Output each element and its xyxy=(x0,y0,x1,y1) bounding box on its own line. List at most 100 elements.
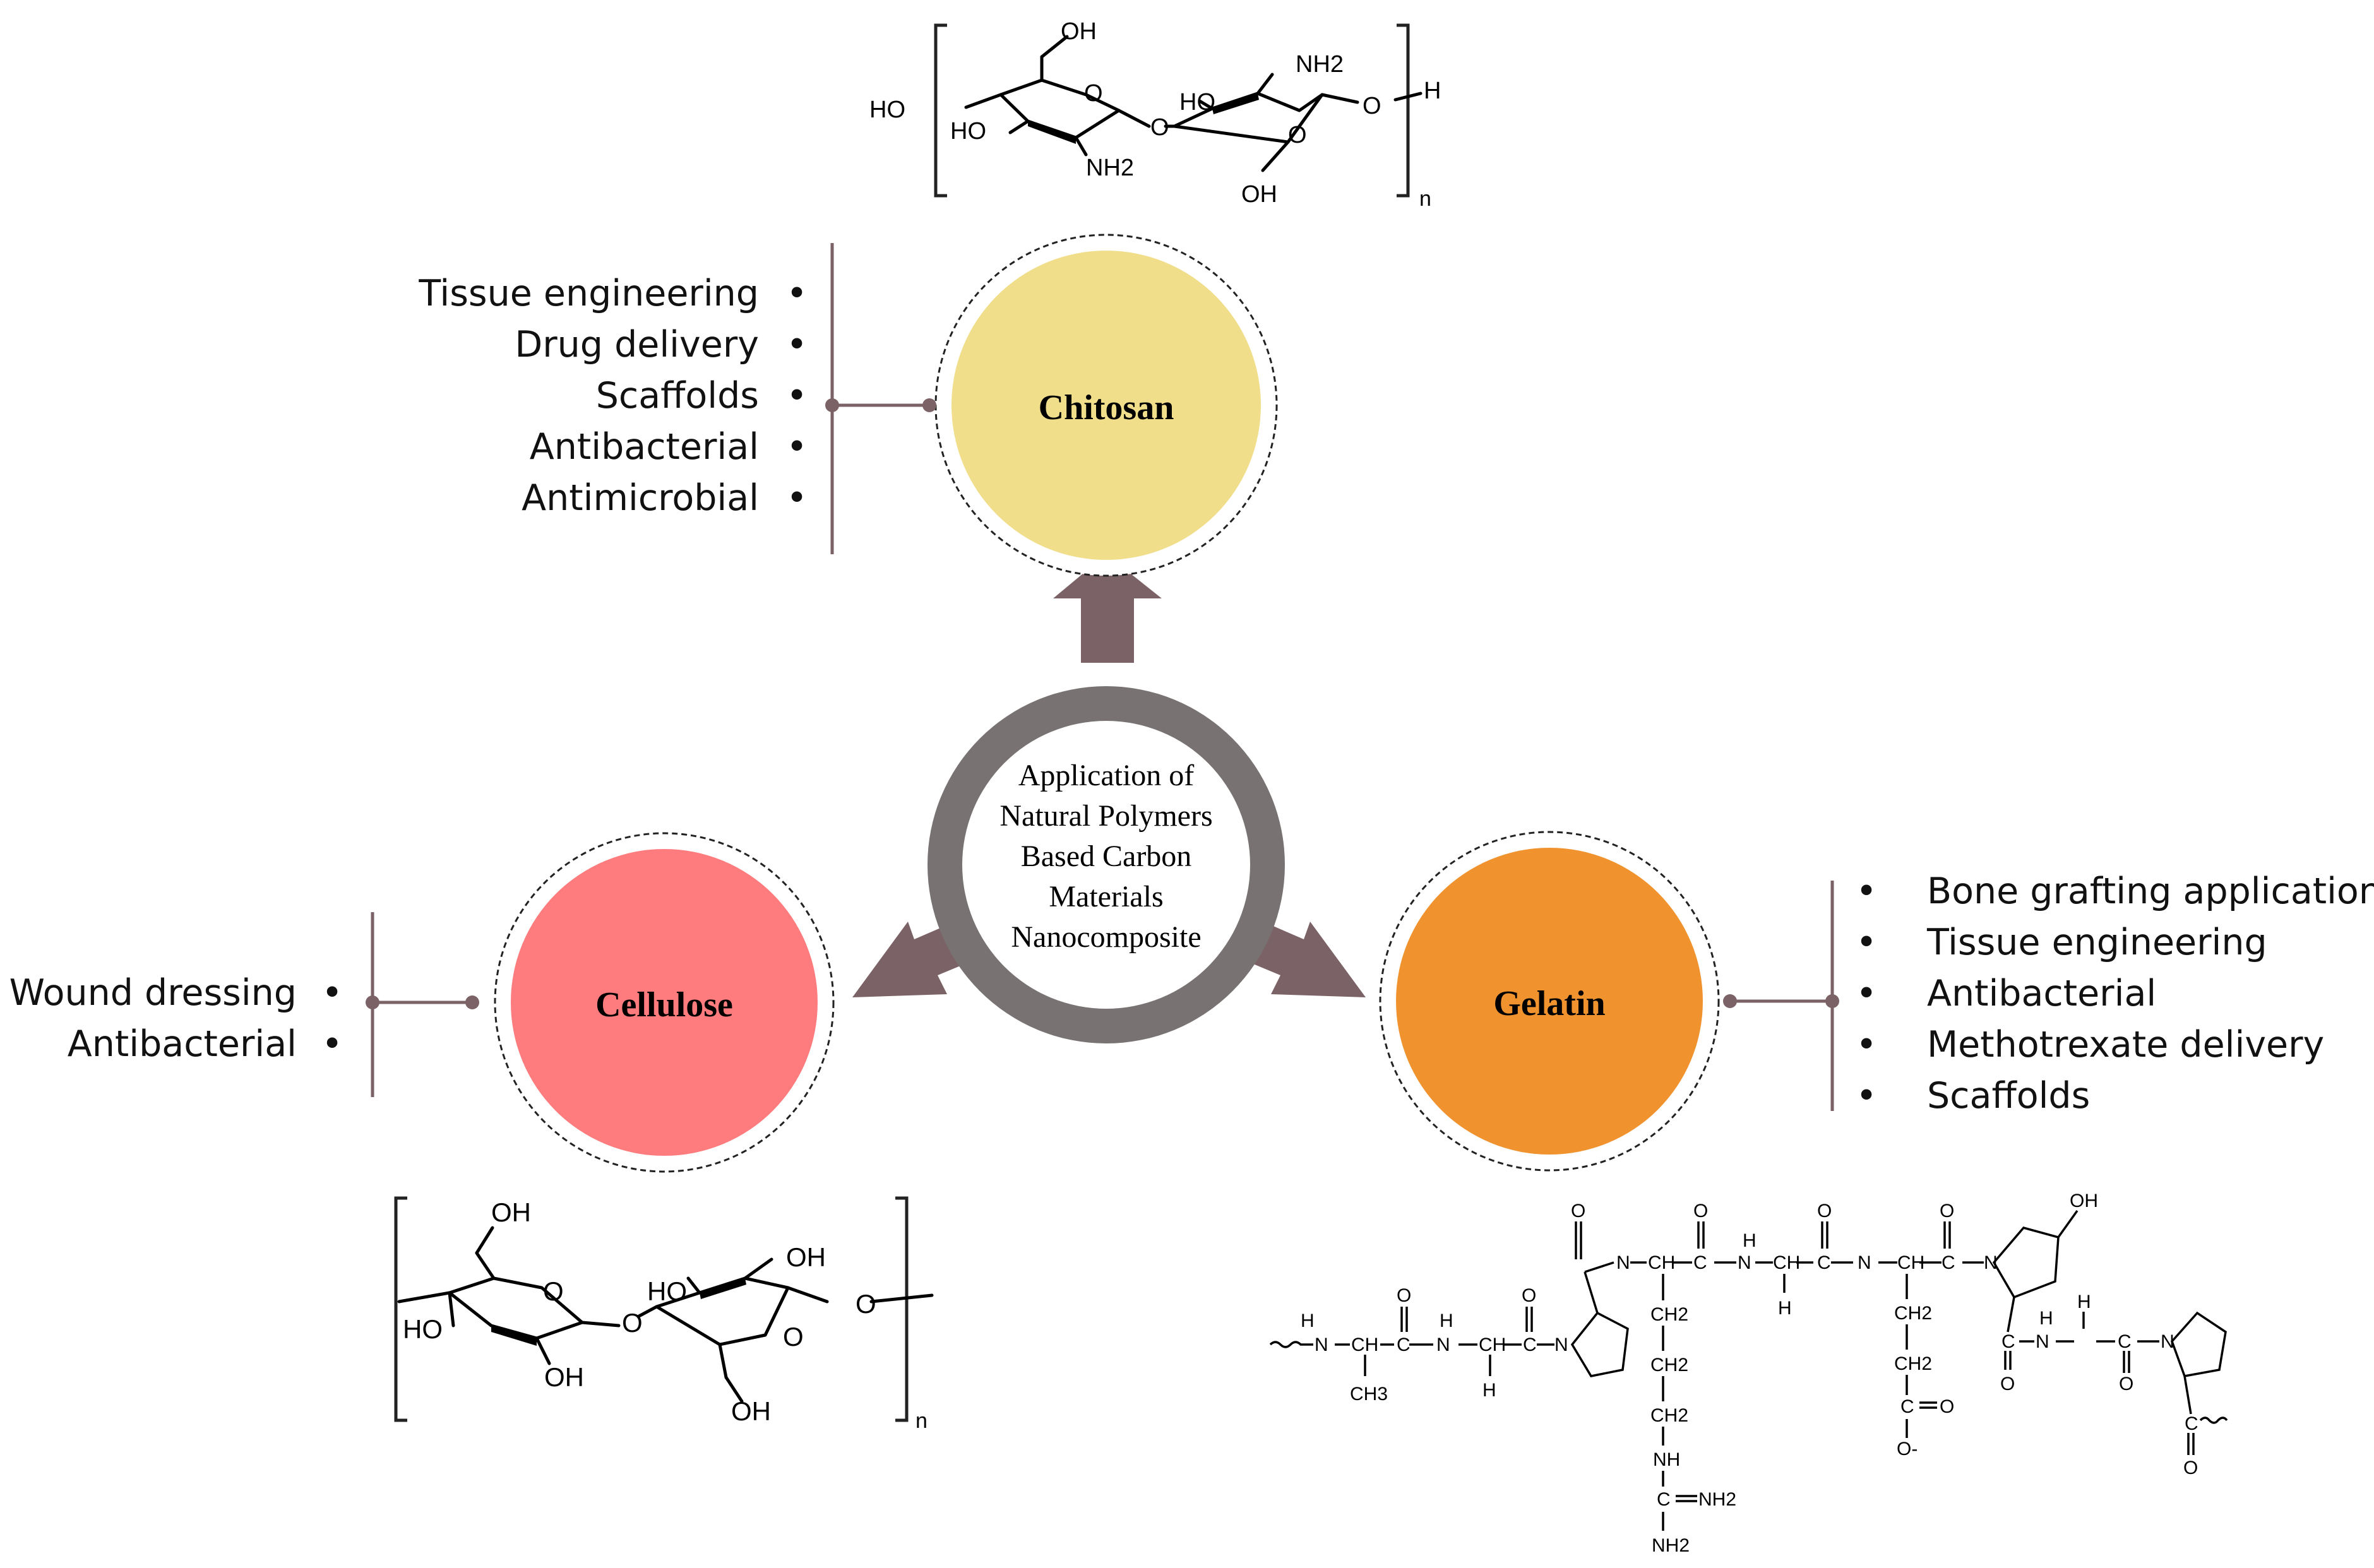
cellulose-node: Cellulose xyxy=(494,832,835,1173)
chitosan-connector xyxy=(825,243,936,554)
center-ring xyxy=(928,686,1285,1043)
chem-label: CH2 xyxy=(1650,1405,1688,1426)
chitosan-app-4: Antibacterial xyxy=(530,426,759,468)
chem-label: HO xyxy=(647,1276,687,1306)
bullet: • xyxy=(786,375,808,417)
chem-label: NH2 xyxy=(1652,1535,1690,1556)
chitosan-label: Chitosan xyxy=(1039,388,1174,427)
chem-label: C xyxy=(2185,1413,2198,1434)
gelatin-applications-list: • • • • • Bone grafting application Tiss… xyxy=(1856,870,2374,1117)
chem-label: H xyxy=(1743,1230,1757,1251)
chem-label: H xyxy=(2077,1292,2091,1312)
bullet: • xyxy=(786,477,808,519)
chem-label: OH xyxy=(1061,18,1097,45)
gelatin-structure: H N CH C CH3 O N H CH H C O N CH C O N H… xyxy=(1269,1191,2228,1556)
chem-label: O xyxy=(543,1276,564,1306)
cellulose-applications-list: Wound dressing Antibacterial • • xyxy=(9,972,343,1065)
chem-label: N xyxy=(1315,1334,1328,1355)
chem-label: H xyxy=(1482,1380,1496,1401)
chem-label: C xyxy=(1397,1334,1411,1355)
chem-label: N xyxy=(1984,1252,1998,1273)
bullet: • xyxy=(1856,1024,1877,1066)
chem-label: OH xyxy=(731,1396,771,1426)
chem-label: OH xyxy=(544,1362,584,1392)
bullet: • xyxy=(1856,1075,1877,1117)
left-bracket xyxy=(394,1196,407,1422)
chem-label: H xyxy=(2039,1308,2053,1329)
chitosan-app-3: Scaffolds xyxy=(596,375,759,417)
bullet: • xyxy=(786,273,808,314)
chem-label: O xyxy=(1940,1396,1954,1417)
chem-label: CH xyxy=(1351,1334,1378,1355)
center-title-line-5: Nanocomposite xyxy=(1011,920,1201,954)
chem-label: n xyxy=(916,1409,928,1433)
chem-label: CH3 xyxy=(1350,1384,1388,1405)
bullet: • xyxy=(1856,922,1877,963)
gelatin-circle xyxy=(1396,848,1703,1155)
chem-label: NH xyxy=(1653,1449,1680,1470)
gelatin-app-5: Scaffolds xyxy=(1927,1075,2090,1117)
chitosan-app-5: Antimicrobial xyxy=(522,477,759,519)
chem-label: N xyxy=(2161,1331,2174,1352)
center-title: Application of Natural Polymers Based Ca… xyxy=(999,759,1212,954)
center-title-line-1: Application of xyxy=(1018,759,1195,792)
chem-label: N xyxy=(2036,1331,2049,1352)
chem-label: O xyxy=(856,1289,876,1319)
chem-label: O xyxy=(1817,1201,1832,1221)
chem-label: HO xyxy=(950,118,986,145)
chem-label: O xyxy=(2183,1458,2198,1478)
cellulose-label: Cellulose xyxy=(595,985,733,1025)
chitosan-app-1: Tissue engineering xyxy=(418,273,759,314)
bullet: • xyxy=(321,1023,343,1065)
chem-label: C xyxy=(2118,1331,2132,1352)
chem-label: O xyxy=(783,1322,804,1351)
chem-label: O xyxy=(1693,1201,1708,1221)
chem-label: O xyxy=(1571,1201,1585,1221)
left-bracket xyxy=(934,23,947,198)
chem-label: O xyxy=(1288,122,1307,148)
bullet: • xyxy=(1856,973,1877,1014)
chem-label: CH xyxy=(1479,1334,1506,1355)
cellulose-structure: OH O HO OH OH O HO OH O O OH n xyxy=(394,1196,934,1433)
chem-label: C xyxy=(1657,1489,1671,1510)
cellulose-app-1: Wound dressing xyxy=(9,972,297,1014)
chem-label: OH xyxy=(786,1242,826,1272)
chem-label: CH2 xyxy=(1650,1304,1688,1325)
chem-label: CH2 xyxy=(1894,1353,1932,1374)
center-title-line-3: Based Carbon xyxy=(1021,840,1192,873)
gelatin-app-1: Bone grafting application xyxy=(1927,870,2374,912)
chem-label: HO xyxy=(869,97,905,123)
chitosan-node: Chitosan xyxy=(934,234,1278,577)
chem-label: O xyxy=(2119,1374,2133,1394)
chem-label: HO xyxy=(403,1314,443,1344)
chem-label: CH xyxy=(1773,1252,1800,1273)
gelatin-app-2: Tissue engineering xyxy=(1926,922,2267,963)
chem-label: C xyxy=(1942,1252,1955,1273)
gelatin-connector xyxy=(1723,881,1839,1111)
chem-label: CH2 xyxy=(1650,1355,1688,1375)
chem-label: C xyxy=(2001,1331,2015,1352)
chem-label: O xyxy=(2000,1374,2015,1394)
cellulose-app-2: Antibacterial xyxy=(68,1023,297,1065)
chem-label: n xyxy=(1419,187,1431,211)
chem-label: C xyxy=(1523,1334,1537,1355)
gelatin-label: Gelatin xyxy=(1493,984,1605,1023)
chem-label: O xyxy=(1397,1285,1411,1306)
chem-label: OH xyxy=(1241,181,1277,208)
chem-label: O xyxy=(1522,1285,1536,1306)
bullet: • xyxy=(321,972,343,1014)
chem-label: NH2 xyxy=(1698,1489,1736,1510)
chitosan-structure: OH HO HO NH2 O O NH2 HO O OH O H n xyxy=(869,18,1441,211)
cellulose-circle xyxy=(511,849,818,1156)
chem-label: OH xyxy=(2070,1191,2098,1211)
chem-label: O xyxy=(622,1308,643,1338)
chem-label: O xyxy=(1084,80,1103,107)
bullet: • xyxy=(786,324,808,365)
chitosan-app-2: Drug delivery xyxy=(515,324,759,365)
chem-label: H xyxy=(1301,1310,1315,1331)
arrow-up-to-chitosan xyxy=(1053,554,1162,663)
right-bracket xyxy=(895,1196,909,1422)
gelatin-app-4: Methotrexate delivery xyxy=(1927,1024,2324,1066)
chem-label: N xyxy=(1738,1252,1751,1273)
